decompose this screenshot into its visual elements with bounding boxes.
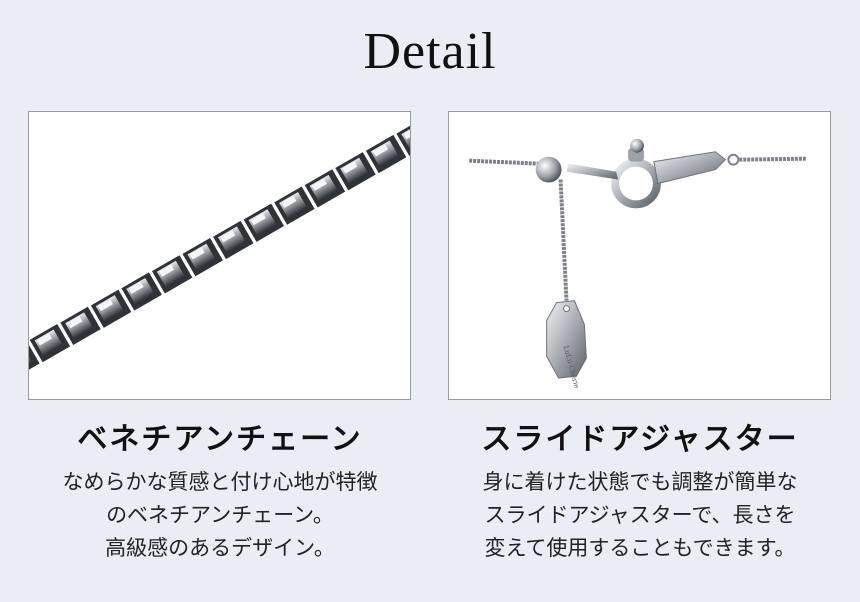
slide-adjuster-caption: スライドアジャスター 身に着けた状態でも調整が簡単な スライドアジャスターで、長…: [430, 418, 850, 565]
slide-adjuster-description: 身に着けた状態でも調整が簡単な スライドアジャスターで、長さを 変えて使用するこ…: [430, 466, 850, 565]
venetian-chain-caption: ベネチアンチェーン なめらかな質感と付け心地が特徴 のベネチアンチェーン。 高級…: [10, 418, 430, 565]
venetian-chain-description: なめらかな質感と付け心地が特徴 のベネチアンチェーン。 高級感のあるデザイン。: [10, 466, 430, 565]
venetian-chain-closeup-image: [28, 111, 411, 400]
description-line: のベネチアンチェーン。: [106, 503, 334, 527]
chain-links: [29, 117, 410, 380]
description-line: スライドアジャスターで、長さを: [484, 503, 796, 527]
spring-ring-clasp: [566, 138, 661, 209]
chain-link: [29, 323, 71, 363]
chain-link: [243, 203, 285, 242]
description-line: なめらかな質感と付け心地が特徴: [62, 470, 378, 494]
description-line: 高級感のあるデザイン。: [105, 536, 335, 560]
right-chain-segment: [739, 156, 807, 162]
chain-link: [121, 272, 162, 311]
chain-link: [304, 169, 346, 208]
chain-link: [182, 238, 223, 277]
chain-link: [213, 220, 254, 260]
description-line: 身に着けた状態でも調整が簡単な: [482, 470, 798, 494]
name-plate-tag: [653, 151, 740, 185]
adjuster-end-tag: LuLu Cherie: [546, 300, 587, 389]
chain-link: [396, 117, 410, 156]
chain-link: [29, 341, 40, 380]
left-chain-segment: [469, 158, 539, 166]
chain-link: [151, 255, 193, 294]
chain-link: [60, 306, 101, 346]
page-title: Detail: [363, 23, 497, 80]
chain-link: [90, 289, 132, 328]
chain-link: [274, 186, 315, 225]
slide-adjuster-image: LuLu Cherie: [448, 111, 831, 400]
adjuster-chain-segment: [558, 179, 569, 301]
slide-adjuster-photo: LuLu Cherie: [469, 138, 807, 389]
venetian-chain-photo: [29, 117, 410, 380]
slide-adjuster-heading: スライドアジャスター: [481, 422, 799, 457]
chain-link: [335, 152, 376, 191]
slide-bead: [535, 156, 562, 183]
chain-link: [365, 134, 407, 174]
venetian-chain-heading: ベネチアンチェーン: [77, 422, 363, 457]
description-line: 変えて使用することもできます。: [484, 536, 796, 560]
